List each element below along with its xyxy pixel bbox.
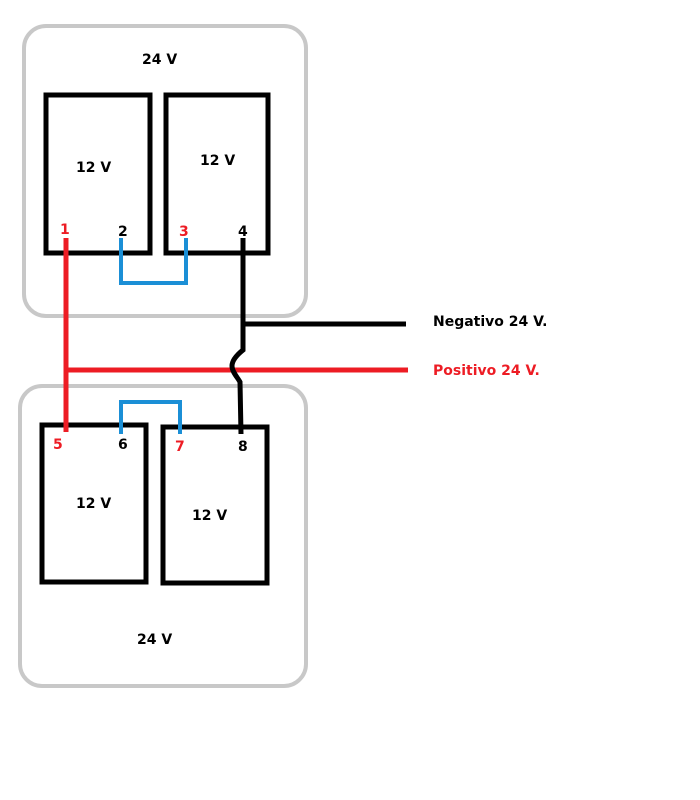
terminal-7: 7 (175, 439, 185, 455)
positive-output-label: Positivo 24 V. (433, 363, 540, 379)
battery-bottom-left (39, 422, 149, 585)
negative-output-label: Negativo 24 V. (433, 314, 548, 330)
negative-wire-4-8 (229, 238, 246, 435)
terminal-5: 5 (53, 437, 63, 453)
battery-top-right-label: 12 V (200, 153, 235, 169)
terminal-2: 2 (118, 224, 128, 240)
battery-bottom-right (160, 424, 270, 586)
battery-top-left-label: 12 V (76, 160, 111, 176)
terminal-3: 3 (179, 224, 189, 240)
top-group-label: 24 V (142, 52, 177, 68)
bottom-battery-group (18, 384, 308, 688)
bottom-group-label: 24 V (137, 632, 172, 648)
terminal-4: 4 (238, 224, 248, 240)
bridge-bottom-6-7 (119, 400, 182, 434)
terminal-1: 1 (60, 222, 70, 238)
top-battery-group (22, 24, 308, 318)
bridge-top-2-3 (119, 238, 188, 285)
terminal-8: 8 (238, 439, 248, 455)
battery-top-right (163, 92, 271, 256)
battery-bottom-right-label: 12 V (192, 508, 227, 524)
battery-top-left (43, 92, 153, 256)
battery-bottom-left-label: 12 V (76, 496, 111, 512)
terminal-6: 6 (118, 437, 128, 453)
